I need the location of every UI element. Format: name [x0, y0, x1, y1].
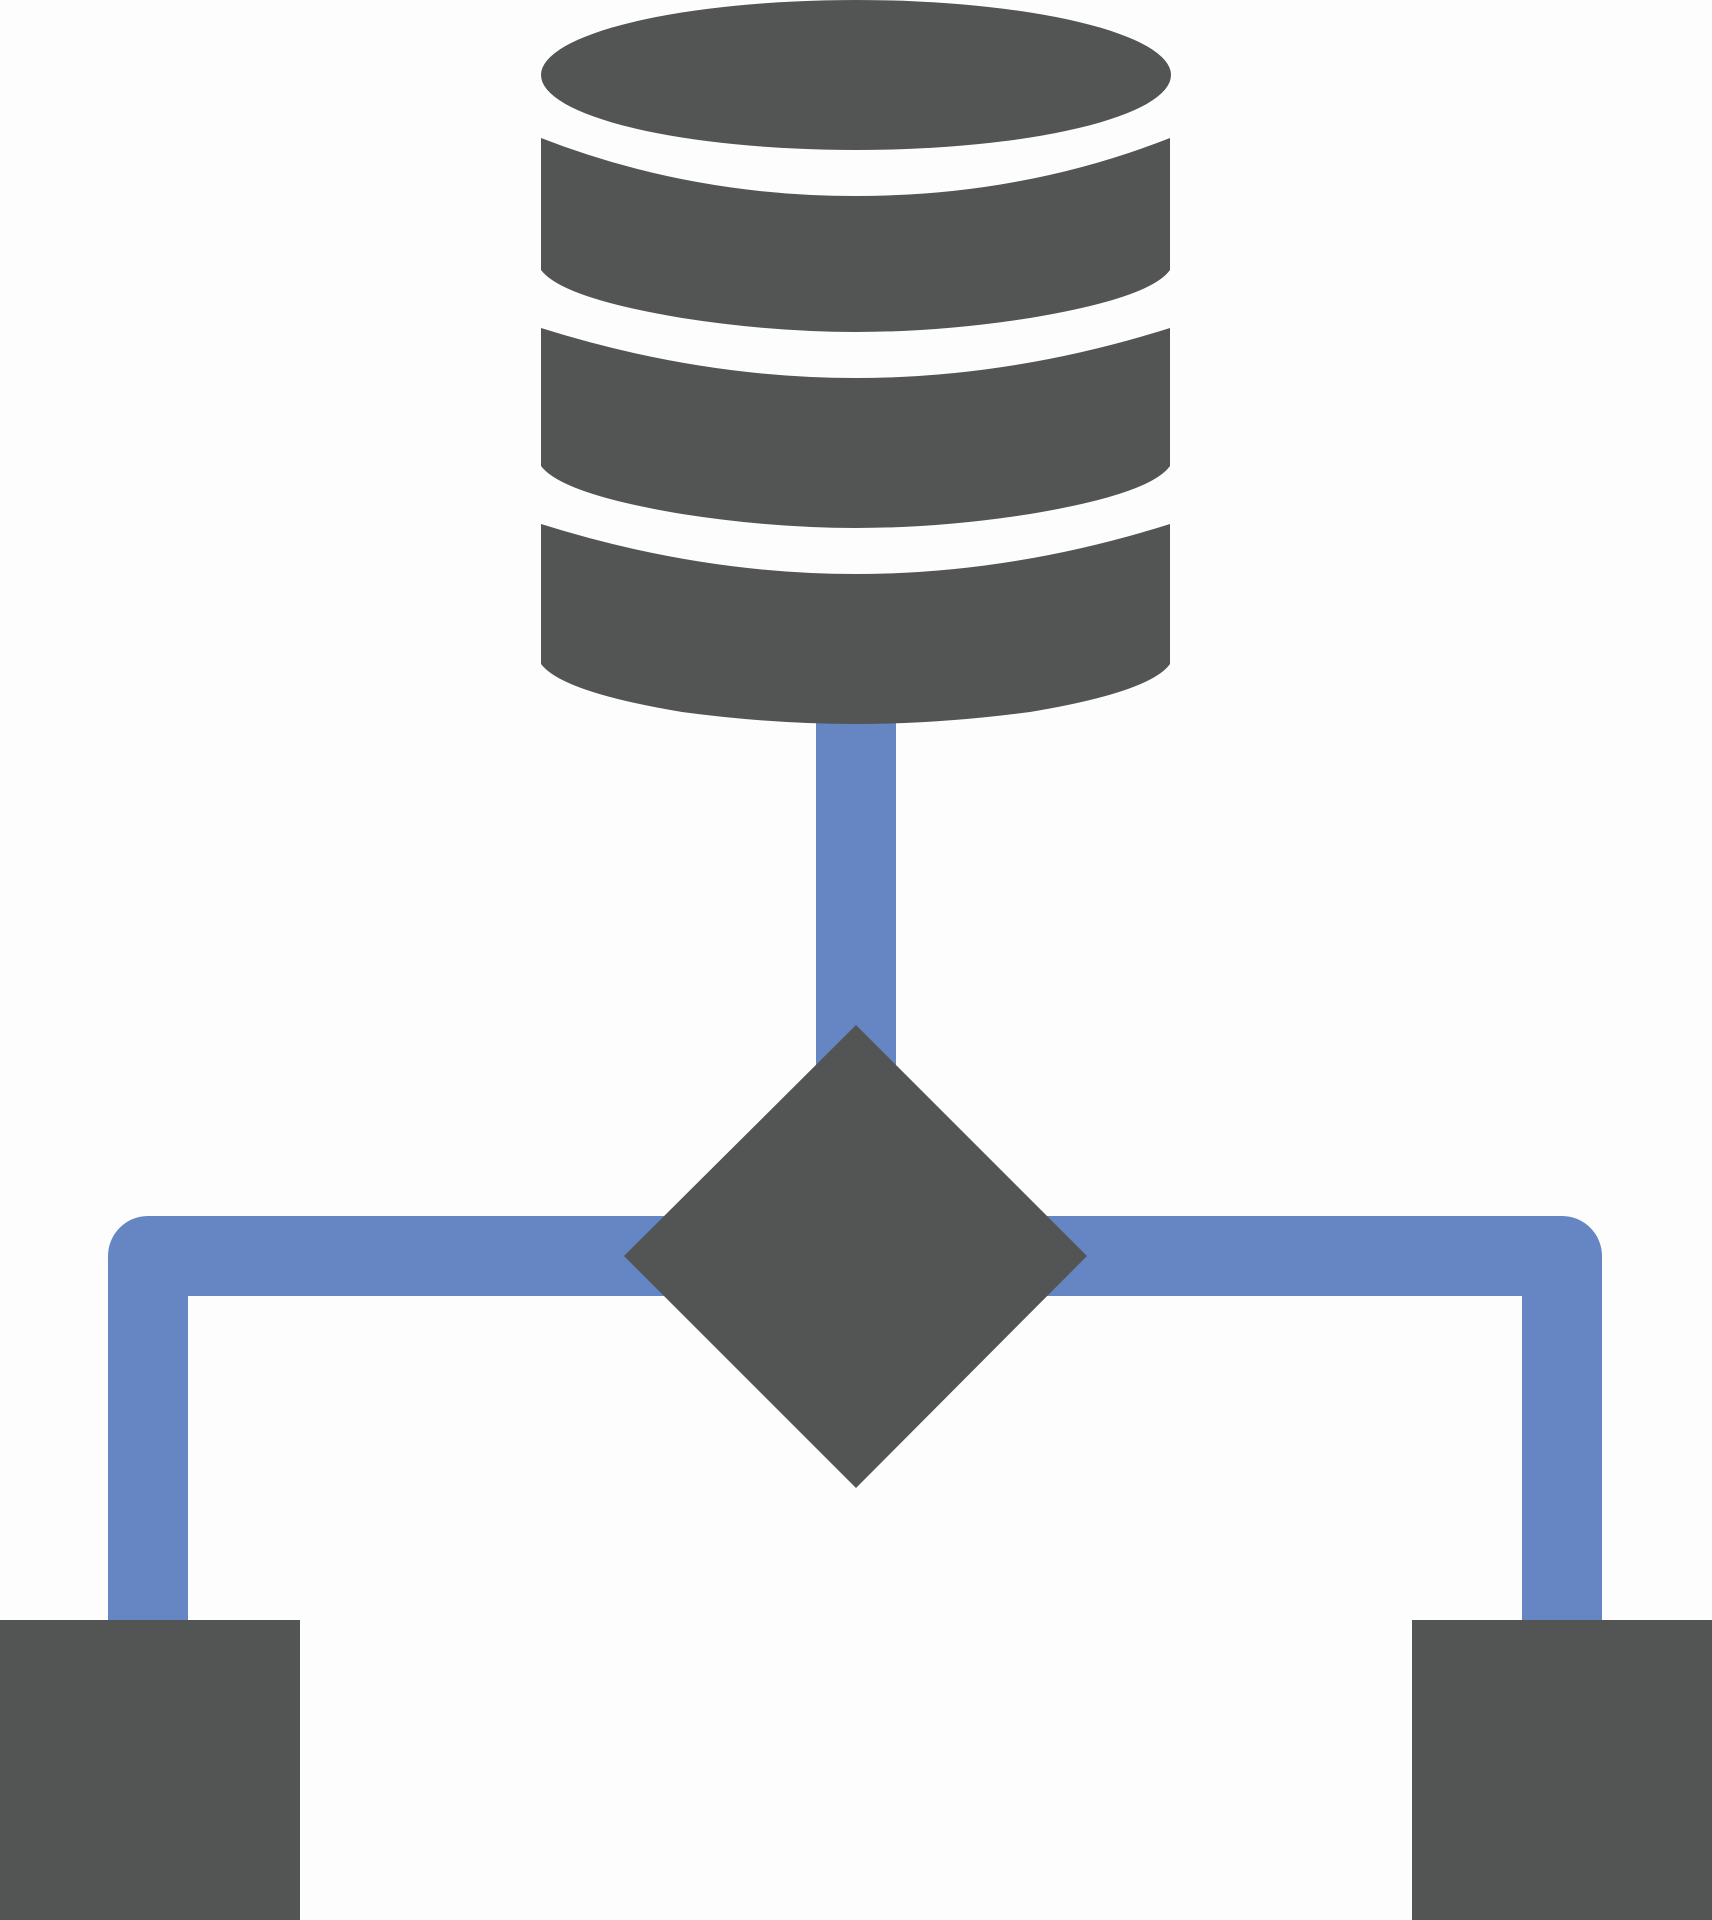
- right-process-box: [1412, 1620, 1712, 1920]
- database-lid: [541, 0, 1171, 150]
- database-cylinder: [541, 0, 1171, 724]
- database-section-bottom: [541, 524, 1170, 724]
- database-section-top: [541, 138, 1170, 332]
- edge-decision-to-left-box: [108, 1216, 700, 1630]
- edge-database-to-decision: [816, 700, 896, 1080]
- decision-diamond: [624, 1025, 1087, 1488]
- connector-lines: [108, 700, 1602, 1630]
- edge-decision-to-right-box: [1012, 1216, 1602, 1630]
- left-process-box: [0, 1620, 300, 1920]
- database-section-middle: [541, 328, 1170, 528]
